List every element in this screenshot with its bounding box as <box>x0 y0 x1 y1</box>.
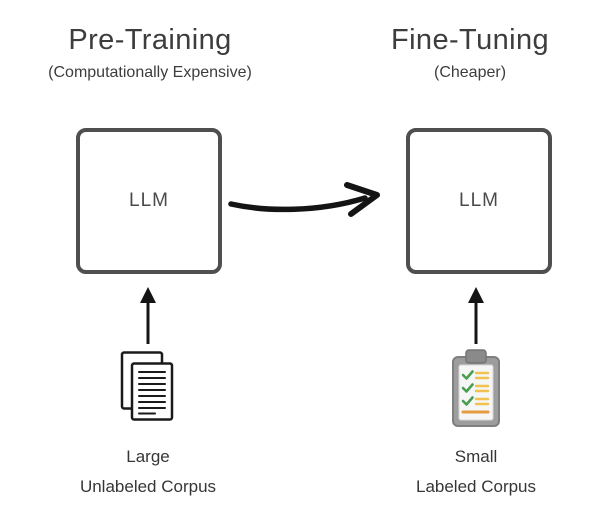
pretraining-heading: Pre-Training <box>68 24 232 56</box>
finetuning-llm-label: LLM <box>459 190 499 211</box>
corpus-label-line1: Large <box>126 447 170 466</box>
small-labeled-corpus-label: Small Labeled Corpus <box>356 442 596 502</box>
large-unlabeled-corpus-label: Large Unlabeled Corpus <box>28 442 268 502</box>
corpus-label-line2: Unlabeled Corpus <box>79 476 217 496</box>
finetuning-heading: Fine-Tuning <box>390 24 550 56</box>
up-arrow-icon-right <box>464 286 488 351</box>
finetuning-subtitle: (Cheaper) <box>433 64 507 81</box>
up-arrow-icon-left <box>136 286 160 351</box>
clipboard-checklist-icon <box>450 348 502 435</box>
documents-icon <box>114 350 182 431</box>
corpus-label-line1: Small <box>454 447 498 466</box>
right-arrow-icon <box>227 182 397 231</box>
pretraining-llm-label: LLM <box>129 190 169 211</box>
pretraining-subtitle: (Computationally Expensive) <box>48 64 252 81</box>
finetuning-llm-box: LLM <box>406 128 552 274</box>
pretraining-llm-box: LLM <box>76 128 222 274</box>
corpus-label-line2: Labeled Corpus <box>415 476 537 496</box>
